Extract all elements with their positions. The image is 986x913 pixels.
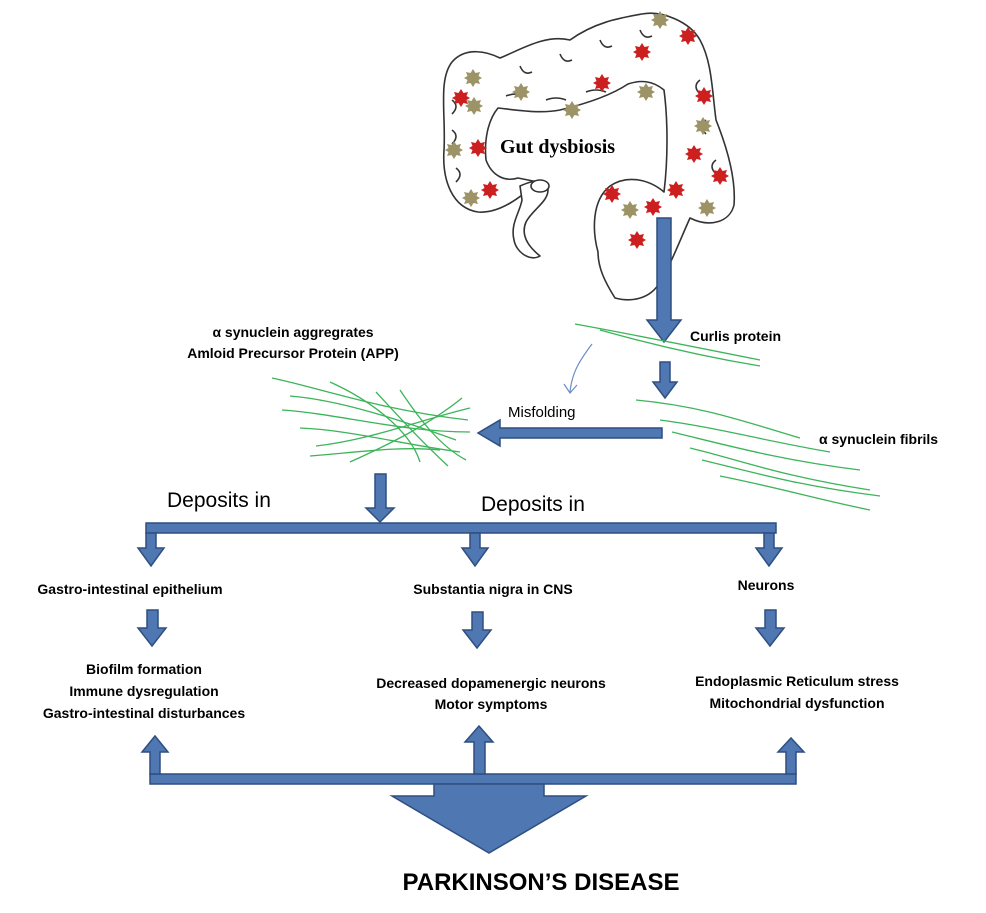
- deposits-in-right-label: Deposits in: [481, 493, 585, 516]
- curlis-fibers: [574, 323, 761, 367]
- arrow-sn-to-effects: [461, 611, 493, 650]
- aggregates-label-line2: Amloid Precursor Protein (APP): [187, 345, 399, 361]
- arrow-up-right: [776, 736, 806, 775]
- arrow-up-center: [463, 724, 495, 775]
- arrow-to-gi-epithelium: [136, 532, 166, 568]
- gi-effects: Biofilm formation Immune dysregulation G…: [43, 661, 245, 721]
- effect-line: Motor symptoms: [435, 696, 548, 712]
- effect-line: Mitochondrial dysfunction: [710, 695, 885, 711]
- curlis-protein-label: Curlis protein: [690, 328, 781, 344]
- neuron-effects: Endoplasmic Reticulum stress Mitochondri…: [695, 673, 899, 711]
- aggregate-fibers: [271, 377, 471, 467]
- deposits-in-left-label: Deposits in: [167, 489, 271, 512]
- target-neurons: Neurons: [738, 577, 795, 593]
- parkinsons-disease-label: PARKINSON’S DISEASE: [403, 869, 680, 896]
- arrow-fibrils-to-aggregates: [476, 418, 663, 448]
- effect-line: Gastro-intestinal disturbances: [43, 705, 245, 721]
- target-gi-epithelium: Gastro-intestinal epithelium: [37, 581, 222, 597]
- deposit-bar: [145, 522, 777, 534]
- arrow-to-parkinsons: [389, 783, 589, 854]
- effect-line: Decreased dopamenergic neurons: [376, 675, 606, 691]
- arrow-to-substantia-nigra: [460, 532, 490, 568]
- arrow-neurons-to-effects: [754, 609, 786, 648]
- aggregates-label-line1: α synuclein aggregrates: [212, 324, 373, 340]
- misfolding-label: Misfolding: [508, 404, 576, 421]
- fibril-fibers: [635, 399, 881, 511]
- effect-line: Immune dysregulation: [69, 683, 218, 699]
- arrows: [136, 217, 806, 854]
- effect-line: Biofilm formation: [86, 661, 202, 677]
- arrow-curlis-to-fibrils: [651, 361, 679, 400]
- target-substantia-nigra: Substantia nigra in CNS: [413, 581, 572, 597]
- sn-effects: Decreased dopamenergic neurons Motor sym…: [376, 675, 606, 712]
- ileum-opening: [530, 179, 550, 193]
- fibrils-label: α synuclein fibrils: [819, 431, 938, 447]
- arrow-gi-to-effects: [136, 609, 168, 648]
- misfolding-curve-arrow: [563, 343, 593, 394]
- arrow-up-left: [140, 734, 170, 775]
- feedback-bar: [149, 773, 797, 785]
- gut-dysbiosis-label: Gut dysbiosis: [500, 136, 615, 158]
- arrow-gut-to-curlis: [645, 217, 683, 344]
- effect-line: Endoplasmic Reticulum stress: [695, 673, 899, 689]
- arrow-to-neurons: [754, 532, 784, 568]
- arrow-aggregates-to-bar: [364, 473, 396, 524]
